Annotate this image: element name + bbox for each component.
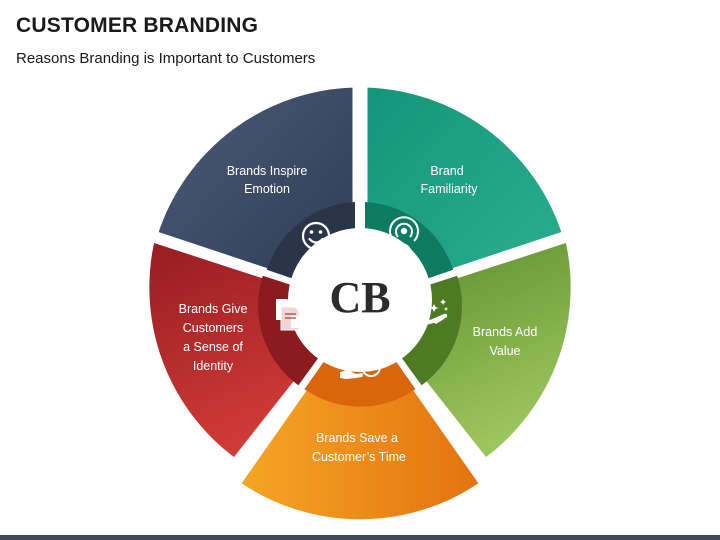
smiley-face-icon [301, 221, 331, 251]
label-brand-familiarity-line2: Familiarity [421, 182, 479, 196]
label-identity-line1: Brands Give [179, 302, 248, 316]
label-inspire-emotion-line1: Brands Inspire [227, 164, 308, 178]
center-circle [288, 228, 432, 372]
page-subtitle: Reasons Branding is Important to Custome… [16, 50, 316, 67]
broadcast-person-icon [389, 216, 419, 249]
label-identity-line2: Customers [183, 321, 243, 335]
label-identity-line4: Identity [193, 359, 234, 373]
label-save-time-line2: Customer’s Time [312, 450, 406, 464]
label-save-time-line1: Brands Save a [316, 431, 398, 445]
label-inspire-emotion-line2: Emotion [244, 182, 290, 196]
label-add-value-line1: Brands Add [473, 325, 538, 339]
label-add-value-line2: Value [489, 344, 520, 358]
label-identity-line3: a Sense of [183, 340, 243, 354]
footer-bar [0, 535, 720, 540]
hand-stopwatch-icon [340, 353, 381, 379]
center-label: CB [329, 273, 390, 322]
hand-sparkle-icon [414, 299, 449, 326]
documents-icon [276, 299, 310, 331]
label-brand-familiarity-line1: Brand [430, 164, 463, 178]
page-title: CUSTOMER BRANDING [16, 14, 259, 37]
